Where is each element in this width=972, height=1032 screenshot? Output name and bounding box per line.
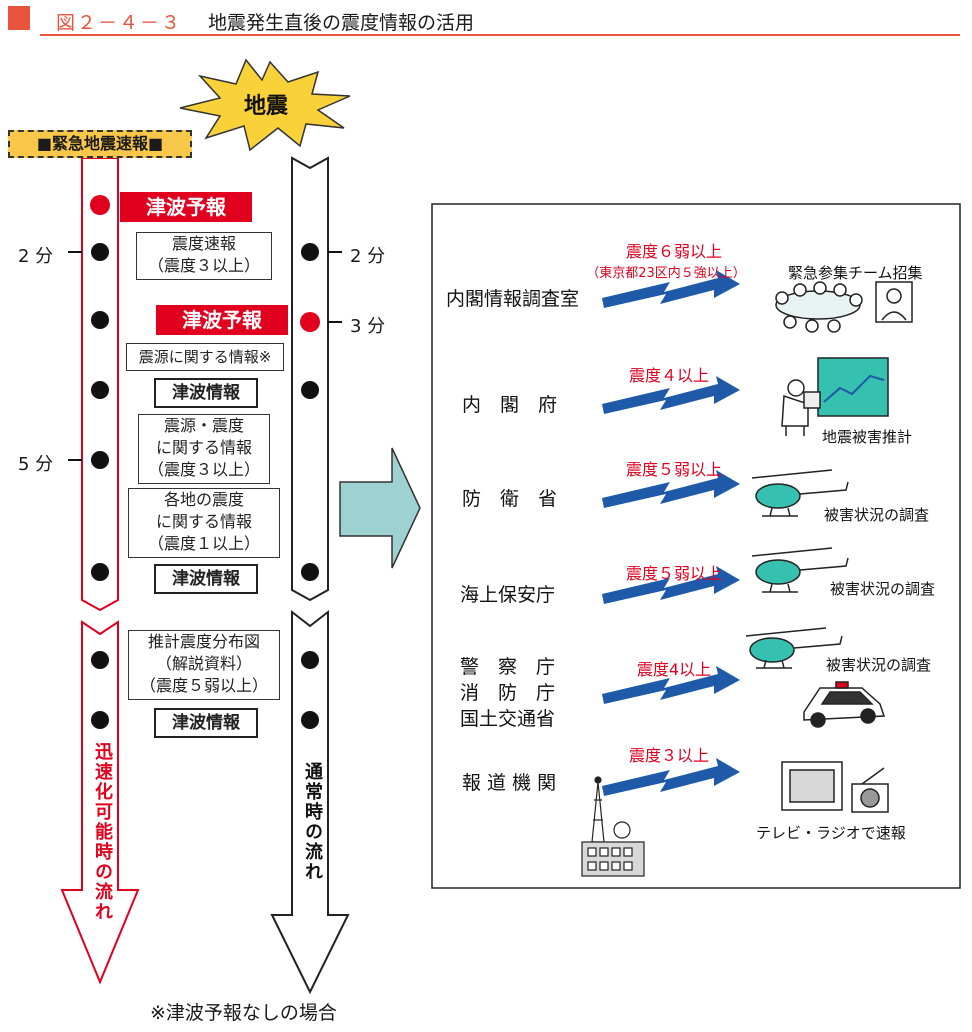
normal-flow-label: 通常時の流れ bbox=[302, 762, 323, 882]
agency-name: 海上保安庁 bbox=[460, 584, 556, 606]
left-dot bbox=[91, 243, 109, 261]
footnote: ※津波予報なしの場合 bbox=[150, 1002, 337, 1024]
computer-icon bbox=[781, 357, 889, 436]
agency-name: 報 道 機 関 bbox=[462, 772, 557, 794]
tsunami-forecast-2: 津波予報 bbox=[156, 305, 288, 335]
tsunami-info-3: 津波情報 bbox=[154, 708, 258, 738]
time-2min-left: 2 分 bbox=[18, 246, 54, 267]
helicopter-icon bbox=[745, 627, 843, 669]
figure-title: 地震発生直後の震度情報の活用 bbox=[208, 12, 475, 34]
tsunami-forecast-1: 津波予報 bbox=[120, 192, 252, 222]
helicopter-icon bbox=[751, 469, 849, 517]
agency-action: 被害状況の調査 bbox=[830, 580, 936, 598]
emergency-warning-label: ■緊急地震速報■ bbox=[8, 130, 192, 158]
tsunami-info-2: 津波情報 bbox=[154, 564, 258, 594]
right-dot bbox=[301, 563, 319, 581]
agency-action: 緊急参集チーム招集 bbox=[788, 264, 923, 282]
agency-condition: 震度６弱以上 bbox=[625, 242, 722, 261]
box-suikei: 推計震度分布図 （解説資料） （震度５弱以上） bbox=[128, 630, 280, 700]
left-dot-red bbox=[90, 195, 110, 215]
rapid-flow-label: 迅速化可能時の流れ bbox=[92, 742, 113, 922]
figure-marker bbox=[8, 6, 30, 30]
box-shindo-sokuho: 震度速報 （震度３以上） bbox=[136, 232, 272, 280]
left-dot bbox=[91, 311, 109, 329]
normal-flow-upper bbox=[291, 156, 329, 602]
agency-condition: 震度５弱以上 bbox=[625, 460, 722, 479]
box-shingen: 震源に関する情報※ bbox=[126, 343, 284, 371]
figure-number: 図２－４－３ bbox=[56, 12, 183, 34]
agency-sub-condition: （東京都23区内５強以上） bbox=[586, 266, 746, 281]
agency-name: 内閣情報調査室 bbox=[446, 288, 580, 310]
time-2min-right: 2 分 bbox=[350, 246, 386, 267]
right-dot-red bbox=[300, 312, 320, 332]
time-5min-left: 5 分 bbox=[18, 454, 54, 475]
tv-icon bbox=[781, 761, 843, 811]
left-dot bbox=[91, 651, 109, 669]
right-dot bbox=[301, 651, 319, 669]
agency-condition: 震度4以上 bbox=[636, 660, 712, 679]
agency-action: テレビ・ラジオで速報 bbox=[756, 824, 906, 842]
left-dot bbox=[91, 381, 109, 399]
earthquake-burst bbox=[179, 58, 351, 152]
right-dot bbox=[301, 243, 319, 261]
tsunami-info-1: 津波情報 bbox=[154, 378, 258, 408]
agency-condition: 震度３以上 bbox=[628, 746, 709, 765]
left-dot bbox=[91, 711, 109, 729]
agency-name: 防 衛 省 bbox=[462, 488, 558, 510]
meeting-icon bbox=[775, 281, 913, 333]
agency-name: 内 閣 府 bbox=[462, 394, 558, 416]
right-dot bbox=[301, 381, 319, 399]
police-car-icon bbox=[803, 681, 886, 728]
left-dot bbox=[91, 563, 109, 581]
title-rule bbox=[40, 34, 960, 36]
lightning-arrows bbox=[602, 270, 740, 796]
broadcast-icon bbox=[581, 776, 645, 877]
time-3min-right: 3 分 bbox=[350, 316, 386, 337]
agency-action: 被害状況の調査 bbox=[826, 656, 932, 674]
radio-icon bbox=[851, 767, 889, 813]
box-shingen-shindo: 震源・震度 に関する情報 （震度３以上） bbox=[138, 414, 270, 484]
agency-condition: 震度５弱以上 bbox=[625, 564, 722, 583]
right-dot bbox=[301, 711, 319, 729]
rapid-flow-arrow bbox=[60, 620, 140, 985]
left-dot bbox=[91, 451, 109, 469]
big-arrow bbox=[339, 447, 421, 569]
agency-condition: 震度４以上 bbox=[628, 366, 709, 385]
agency-action: 地震被害推計 bbox=[822, 428, 913, 446]
earthquake-label: 地震 bbox=[243, 94, 288, 119]
normal-flow-arrow bbox=[270, 609, 350, 995]
box-kakuchi: 各地の震度 に関する情報 （震度１以上） bbox=[128, 488, 280, 558]
agency-name: 警 察 庁 消 防 庁 国土交通省 bbox=[460, 656, 556, 730]
helicopter-icon bbox=[751, 547, 849, 593]
agency-action: 被害状況の調査 bbox=[824, 506, 930, 524]
